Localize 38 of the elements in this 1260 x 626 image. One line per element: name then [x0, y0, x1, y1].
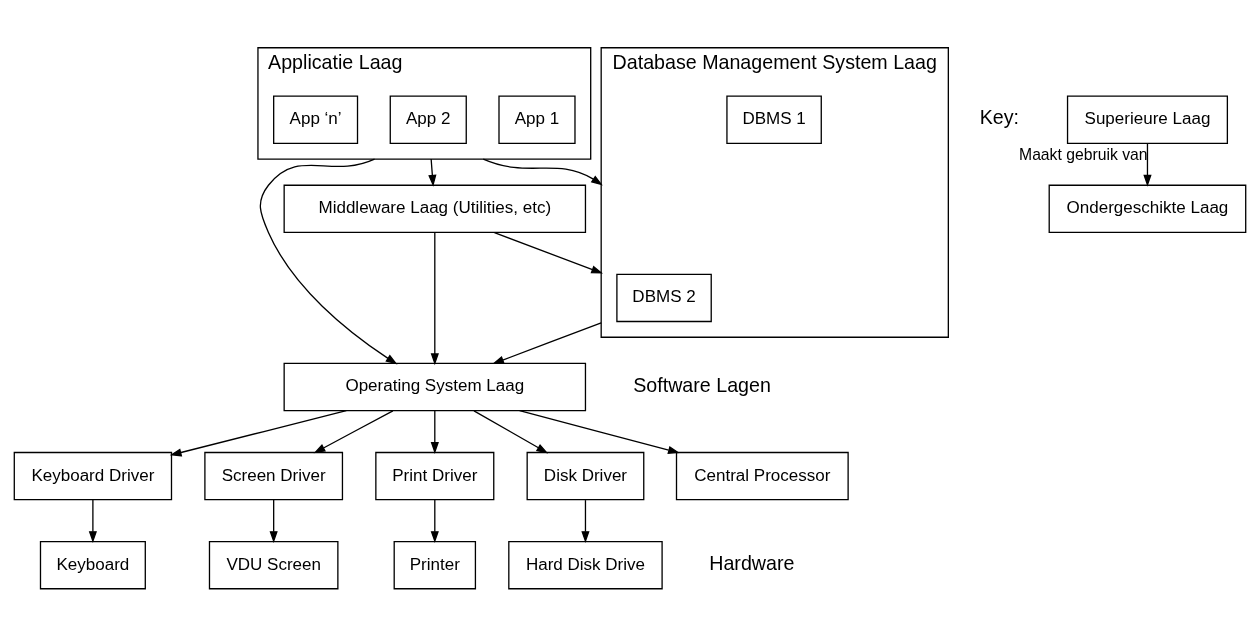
arrow — [88, 499, 98, 543]
arrow — [428, 158, 437, 187]
arrow — [313, 410, 394, 454]
node-box: App 1 — [498, 95, 576, 144]
node-box: Middleware Laag (Utilities, etc) — [283, 184, 587, 234]
node-box: Keyboard — [39, 540, 146, 590]
node-box: Keyboard Driver — [13, 451, 173, 501]
node-box: Hard Disk Drive — [508, 540, 663, 590]
node-box: VDU Screen — [208, 540, 339, 590]
node-box: Operating System Laag — [283, 362, 587, 412]
arrow — [493, 232, 604, 274]
arrow — [581, 499, 590, 543]
node-box: Printer — [393, 540, 477, 590]
node-box: Central Processor — [675, 451, 849, 501]
node-box: DBMS 2 — [616, 273, 712, 323]
edge-label: Maakt gebruik van — [1019, 145, 1148, 163]
arrow — [518, 410, 680, 454]
node-box: Ondergeschikte Laag — [1048, 184, 1247, 234]
arrow — [473, 410, 549, 454]
arrow — [269, 499, 278, 543]
arrow — [1143, 143, 1152, 187]
arrow — [430, 410, 439, 454]
label: Key: — [979, 106, 1020, 129]
node-box: Superieure Laag — [1066, 95, 1229, 144]
label: Hardware — [709, 551, 795, 574]
arrow — [492, 322, 602, 365]
arrow — [430, 499, 439, 543]
arrow — [430, 232, 439, 366]
node-box: Print Driver — [375, 451, 495, 501]
arrow — [169, 410, 347, 457]
arrow — [259, 158, 398, 365]
arrow — [482, 158, 603, 186]
node-box: App 2 — [389, 95, 467, 144]
node-box: Screen Driver — [204, 451, 344, 501]
node-box: DBMS 1 — [726, 95, 822, 144]
node-box: App ‘n’ — [273, 95, 359, 144]
label: Software Lagen — [633, 373, 771, 396]
node-box: Disk Driver — [526, 451, 645, 501]
